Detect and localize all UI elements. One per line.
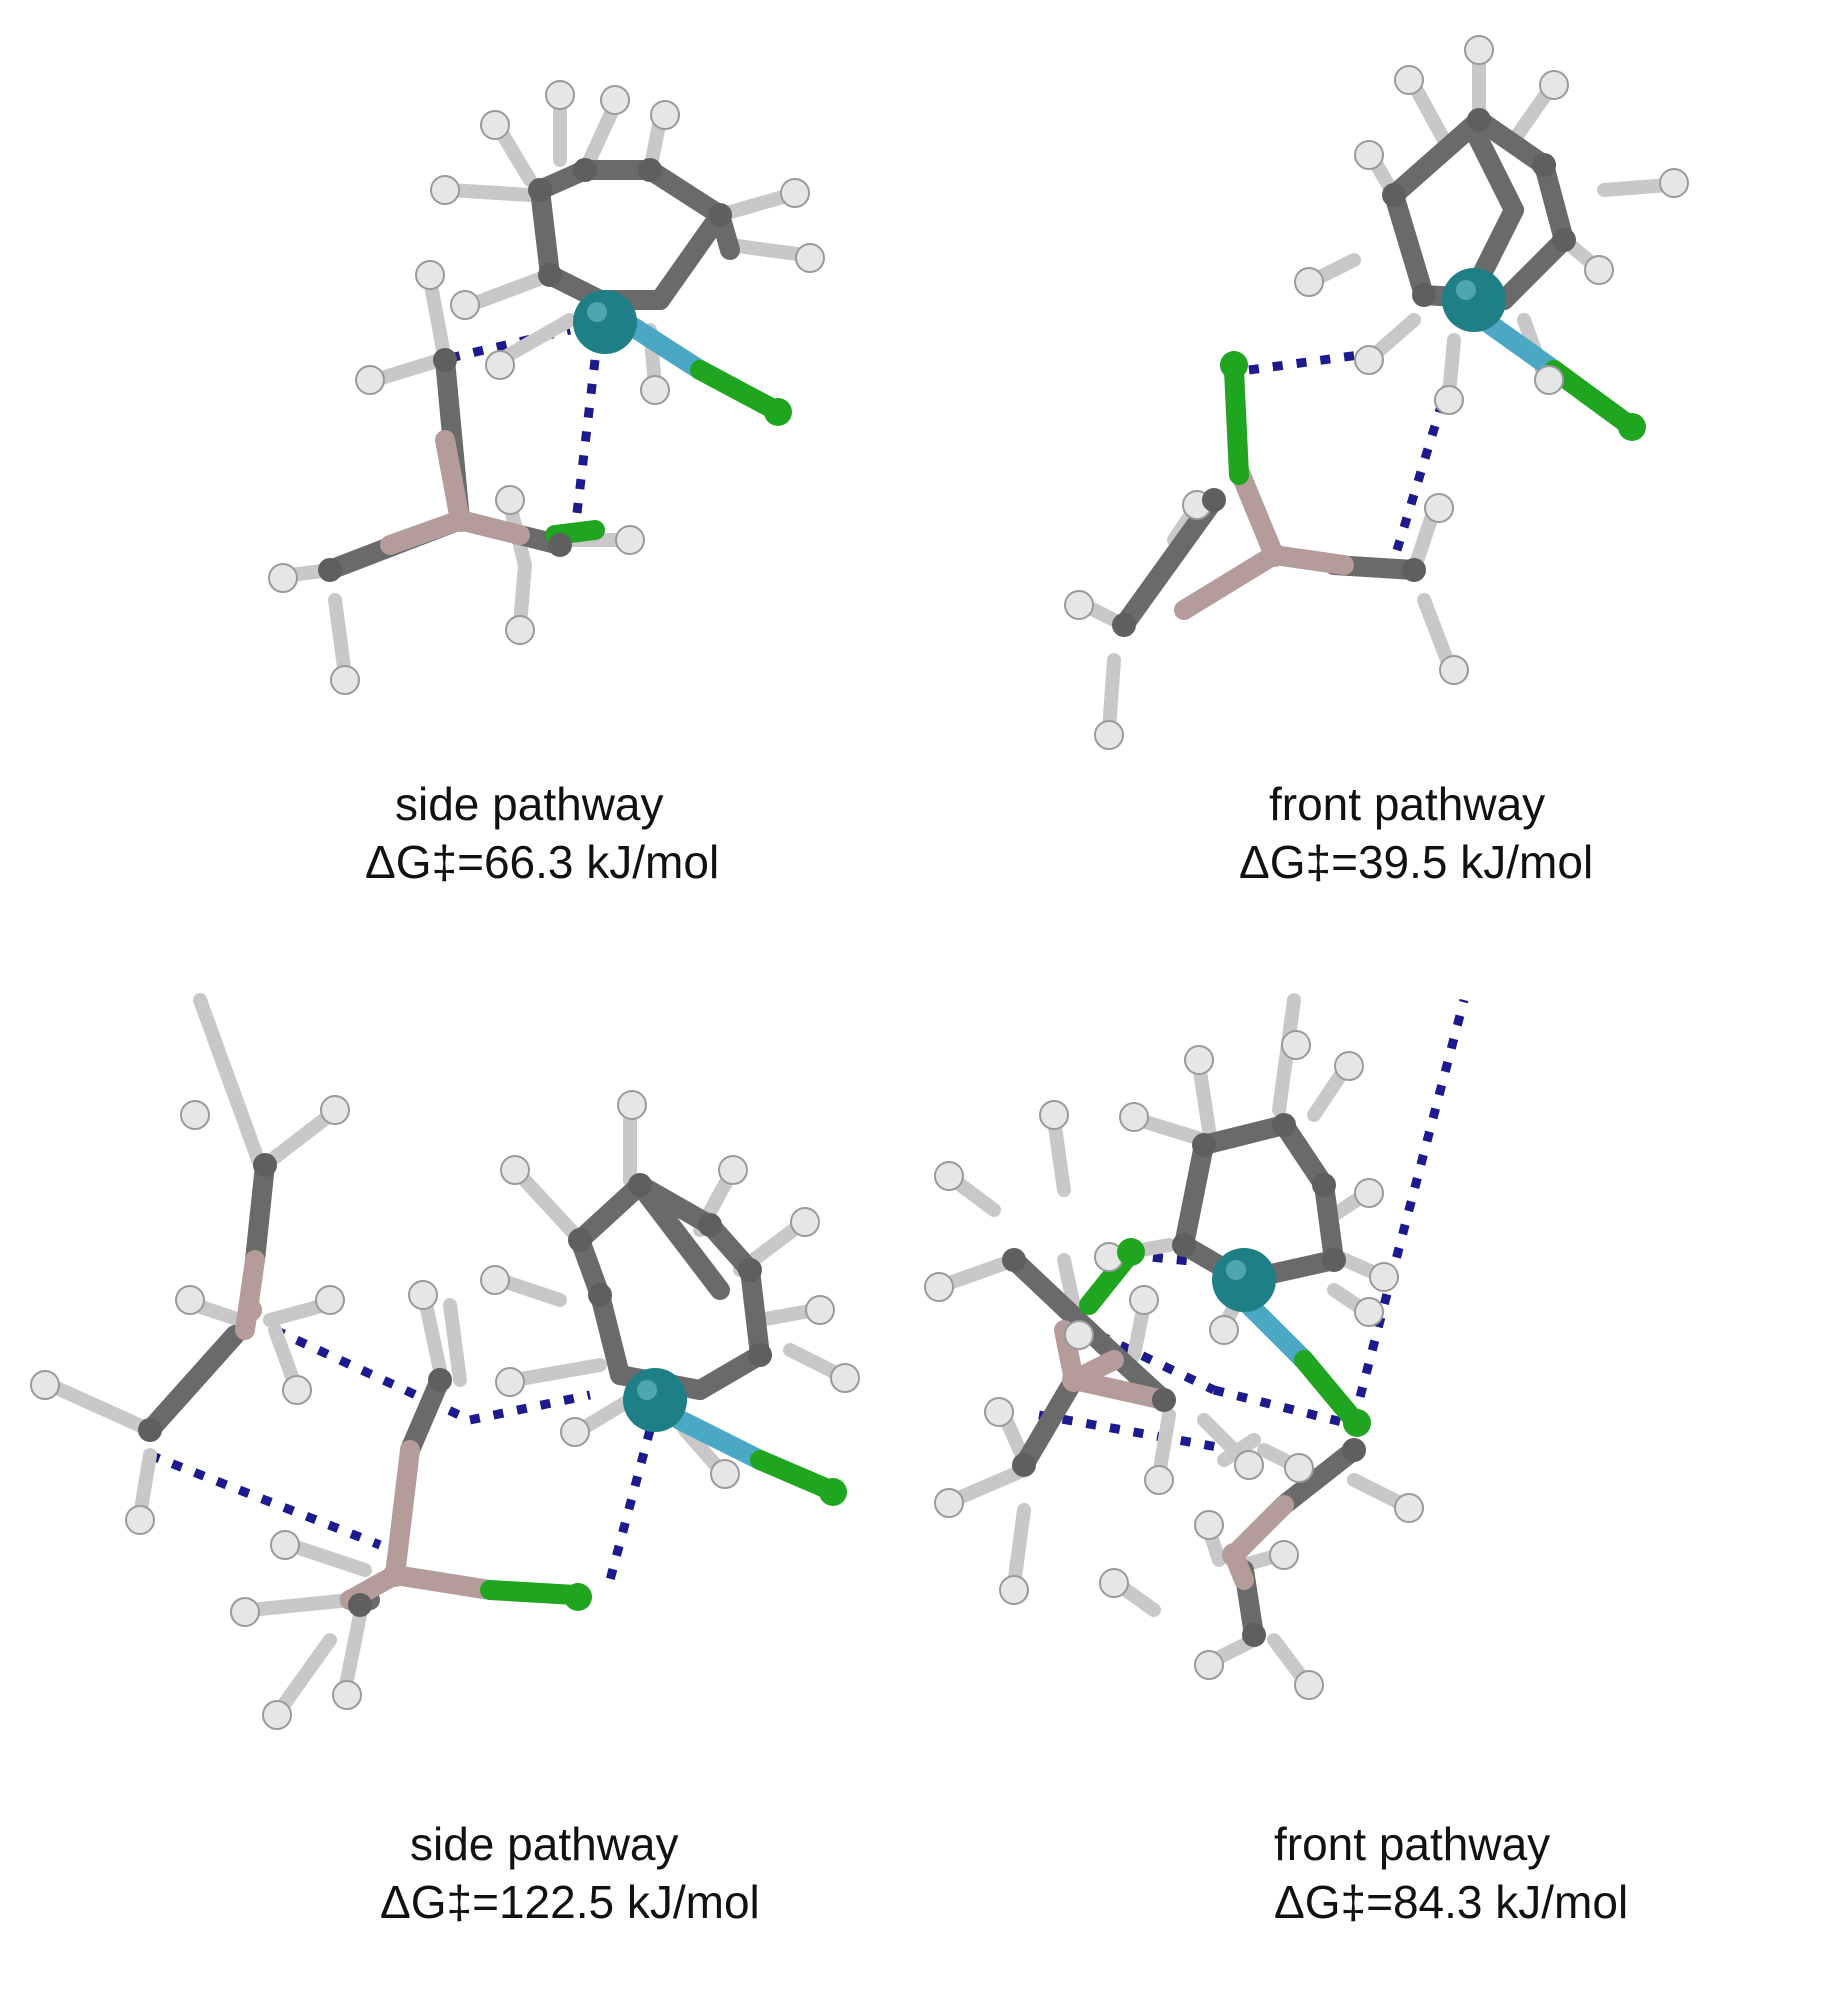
molecule-side-pathway-1 [268,80,825,695]
energy-label: ΔG‡=84.3 kJ/mol [1274,1876,1629,1928]
interaction-lines [148,1325,655,1582]
panel-bottom-right: front pathway ΔG‡=84.3 kJ/mol [914,993,1829,2005]
caption-bottom-right: front pathway ΔG‡=84.3 kJ/mol [1274,1815,1724,1931]
energy-label: ΔG‡=66.3 kJ/mol [365,836,720,888]
caption-top-left: side pathway ΔG‡=66.3 kJ/mol [365,775,815,891]
pathway-label: side pathway [410,1818,679,1870]
panel-top-right: front pathway ΔG‡=39.5 kJ/mol [914,0,1829,1000]
interaction-lines [1248,350,1454,562]
energy-label: ΔG‡=122.5 kJ/mol [380,1876,760,1928]
energy-label: ΔG‡=39.5 kJ/mol [1239,836,1594,888]
pathway-label: front pathway [1274,1818,1551,1870]
caption-top-right: front pathway ΔG‡=39.5 kJ/mol [1239,775,1689,891]
panel-top-left: side pathway ΔG‡=66.3 kJ/mol [0,0,914,1000]
molecule-front-pathway-1 [1064,35,1689,750]
panel-bottom-left: side pathway ΔG‡=122.5 kJ/mol [0,993,914,2005]
molecule-side-pathway-2 [30,993,860,1730]
pathway-label: front pathway [1269,778,1546,830]
pathway-label: side pathway [395,778,664,830]
molecule-front-pathway-2 [924,993,1469,1700]
caption-bottom-left: side pathway ΔG‡=122.5 kJ/mol [380,1815,860,1931]
